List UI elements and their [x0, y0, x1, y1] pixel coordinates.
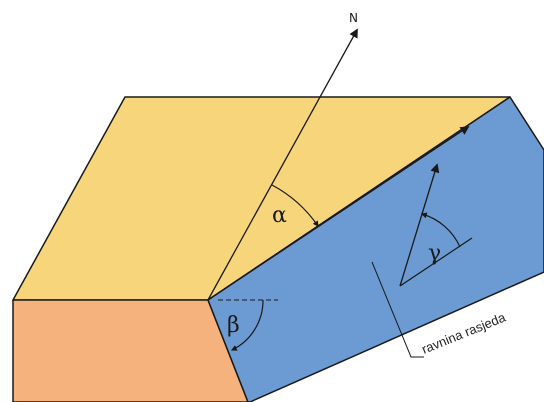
gamma-arc [420, 212, 461, 248]
alpha-label: α [272, 203, 287, 228]
north-arrow [207, 28, 358, 301]
fault-plane-face [207, 96, 544, 402]
north-label: N [349, 11, 358, 25]
strike-arrow [207, 125, 470, 301]
front-face [12, 299, 249, 402]
beta-arc [230, 299, 264, 351]
plane-leader-line [371, 261, 424, 358]
alpha-arc [271, 184, 319, 227]
gamma-label: γ [428, 241, 441, 266]
beta-label: β [227, 313, 240, 338]
slip-vector-arrow [399, 163, 440, 287]
